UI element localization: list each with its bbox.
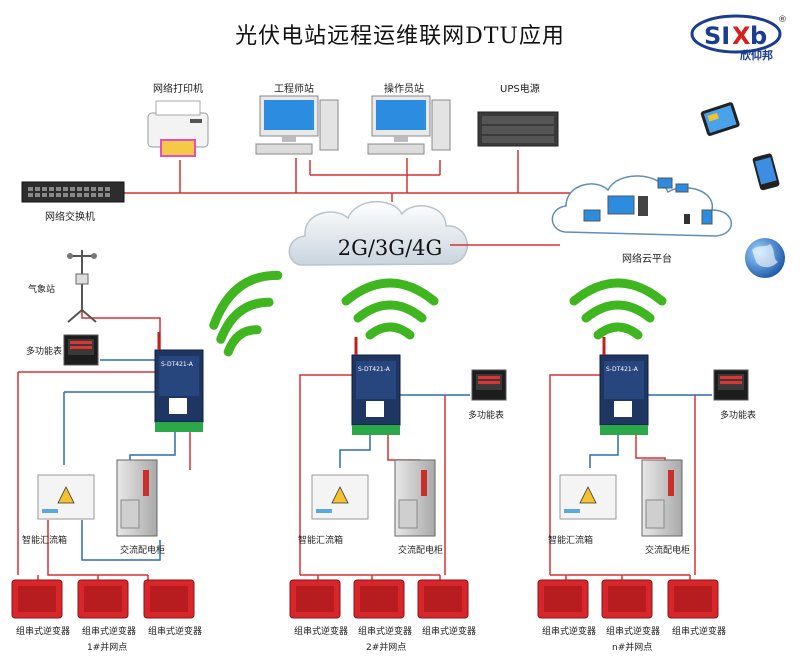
weather-station [67,250,97,323]
ac-cabinet-1 [116,459,158,537]
cellular-network-label: 2G/3G/4G [337,236,443,260]
label-meter-1: 多功能表 [26,347,63,357]
svg-text:S-DT421-A: S-DT421-A [606,366,639,373]
inverter-1b [77,579,129,619]
inverter-3b [601,579,653,619]
label-engineer-station: 工程师站 [274,84,314,95]
engineer-station-pc [255,95,339,155]
multifunction-meter-1 [63,334,99,366]
combiner-box-1 [37,474,95,520]
label-ac-cabinet-2: 交流配电柜 [398,546,444,556]
cloud-platform [551,175,733,237]
label-ac-cabinet-1: 交流配电柜 [120,546,166,556]
svg-text:欣仰邦: 欣仰邦 [740,48,773,62]
wifi-signal-2-icon [341,278,439,340]
network-switch [21,181,125,203]
inverter-2a [289,579,341,619]
sixb-logo-icon: SI X b 欣仰邦 ® [690,14,787,62]
label-inverter-1c: 组串式逆变器 [148,627,203,637]
label-inverter-3c: 组串式逆变器 [672,627,727,637]
label-printer: 网络打印机 [153,84,203,95]
label-combiner-3: 智能汇流箱 [548,536,594,546]
label-combiner-1: 智能汇流箱 [22,536,68,546]
dtu-device-3: S-DT421-A [599,337,649,435]
label-grid-point-n: n#并网点 [612,643,653,653]
brand-logo: SI X b 欣仰邦 ® [690,12,790,62]
label-ac-cabinet-3: 交流配电柜 [645,546,691,556]
page-title: 光伏电站远程运维联网DTU应用 [235,24,565,49]
label-grid-point-1: 1#并网点 [87,643,128,653]
label-inverter-2c: 组串式逆变器 [422,627,477,637]
dtu-device-2: S-DT421-A [351,337,401,435]
label-ups: UPS电源 [500,84,540,95]
svg-text:S-DT421-A: S-DT421-A [161,361,194,368]
network-printer [147,100,209,157]
combiner-box-2 [311,474,369,520]
ac-cabinet-2 [394,459,436,537]
globe-icon [745,238,785,278]
svg-text:SI: SI [704,22,730,50]
tablet-device [700,102,740,136]
operator-station-pc [367,95,451,155]
label-inverter-3a: 组串式逆变器 [542,627,597,637]
multifunction-meter-2 [471,369,507,401]
label-meter-2: 多功能表 [468,411,505,421]
wifi-signal-3-icon [569,278,667,340]
label-weather-station: 气象站 [28,285,56,295]
svg-text:®: ® [778,15,787,25]
label-combiner-2: 智能汇流箱 [298,536,344,546]
inverter-2b [353,579,405,619]
cellular-cloud [288,200,468,266]
wifi-signal-1-icon [209,270,283,357]
smartphone-device [752,153,780,191]
svg-text:b: b [750,22,767,50]
combiner-box-3 [559,474,617,520]
top-network-lines [22,150,650,194]
label-inverter-1a: 组串式逆变器 [16,627,71,637]
ups-power-unit [477,111,559,147]
svg-text:S-DT421-A: S-DT421-A [358,366,391,373]
label-inverter-2a: 组串式逆变器 [294,627,349,637]
inverter-3c [667,579,719,619]
inverter-3a [537,579,589,619]
label-inverter-1b: 组串式逆变器 [82,627,137,637]
ac-cabinet-3 [641,459,683,537]
label-meter-3: 多功能表 [720,411,757,421]
label-cloud-platform: 网络云平台 [622,254,672,265]
label-switch: 网络交换机 [45,212,95,223]
inverter-2c [417,579,469,619]
label-inverter-2b: 组串式逆变器 [358,627,413,637]
label-operator-station: 操作员站 [384,84,424,95]
inverter-1c [143,579,195,619]
dtu-device-1: S-DT421-A [154,332,204,432]
svg-text:X: X [732,22,751,50]
multifunction-meter-3 [713,369,749,401]
inverter-1a [11,579,63,619]
label-inverter-3b: 组串式逆变器 [606,627,661,637]
label-grid-point-2: 2#并网点 [366,643,407,653]
